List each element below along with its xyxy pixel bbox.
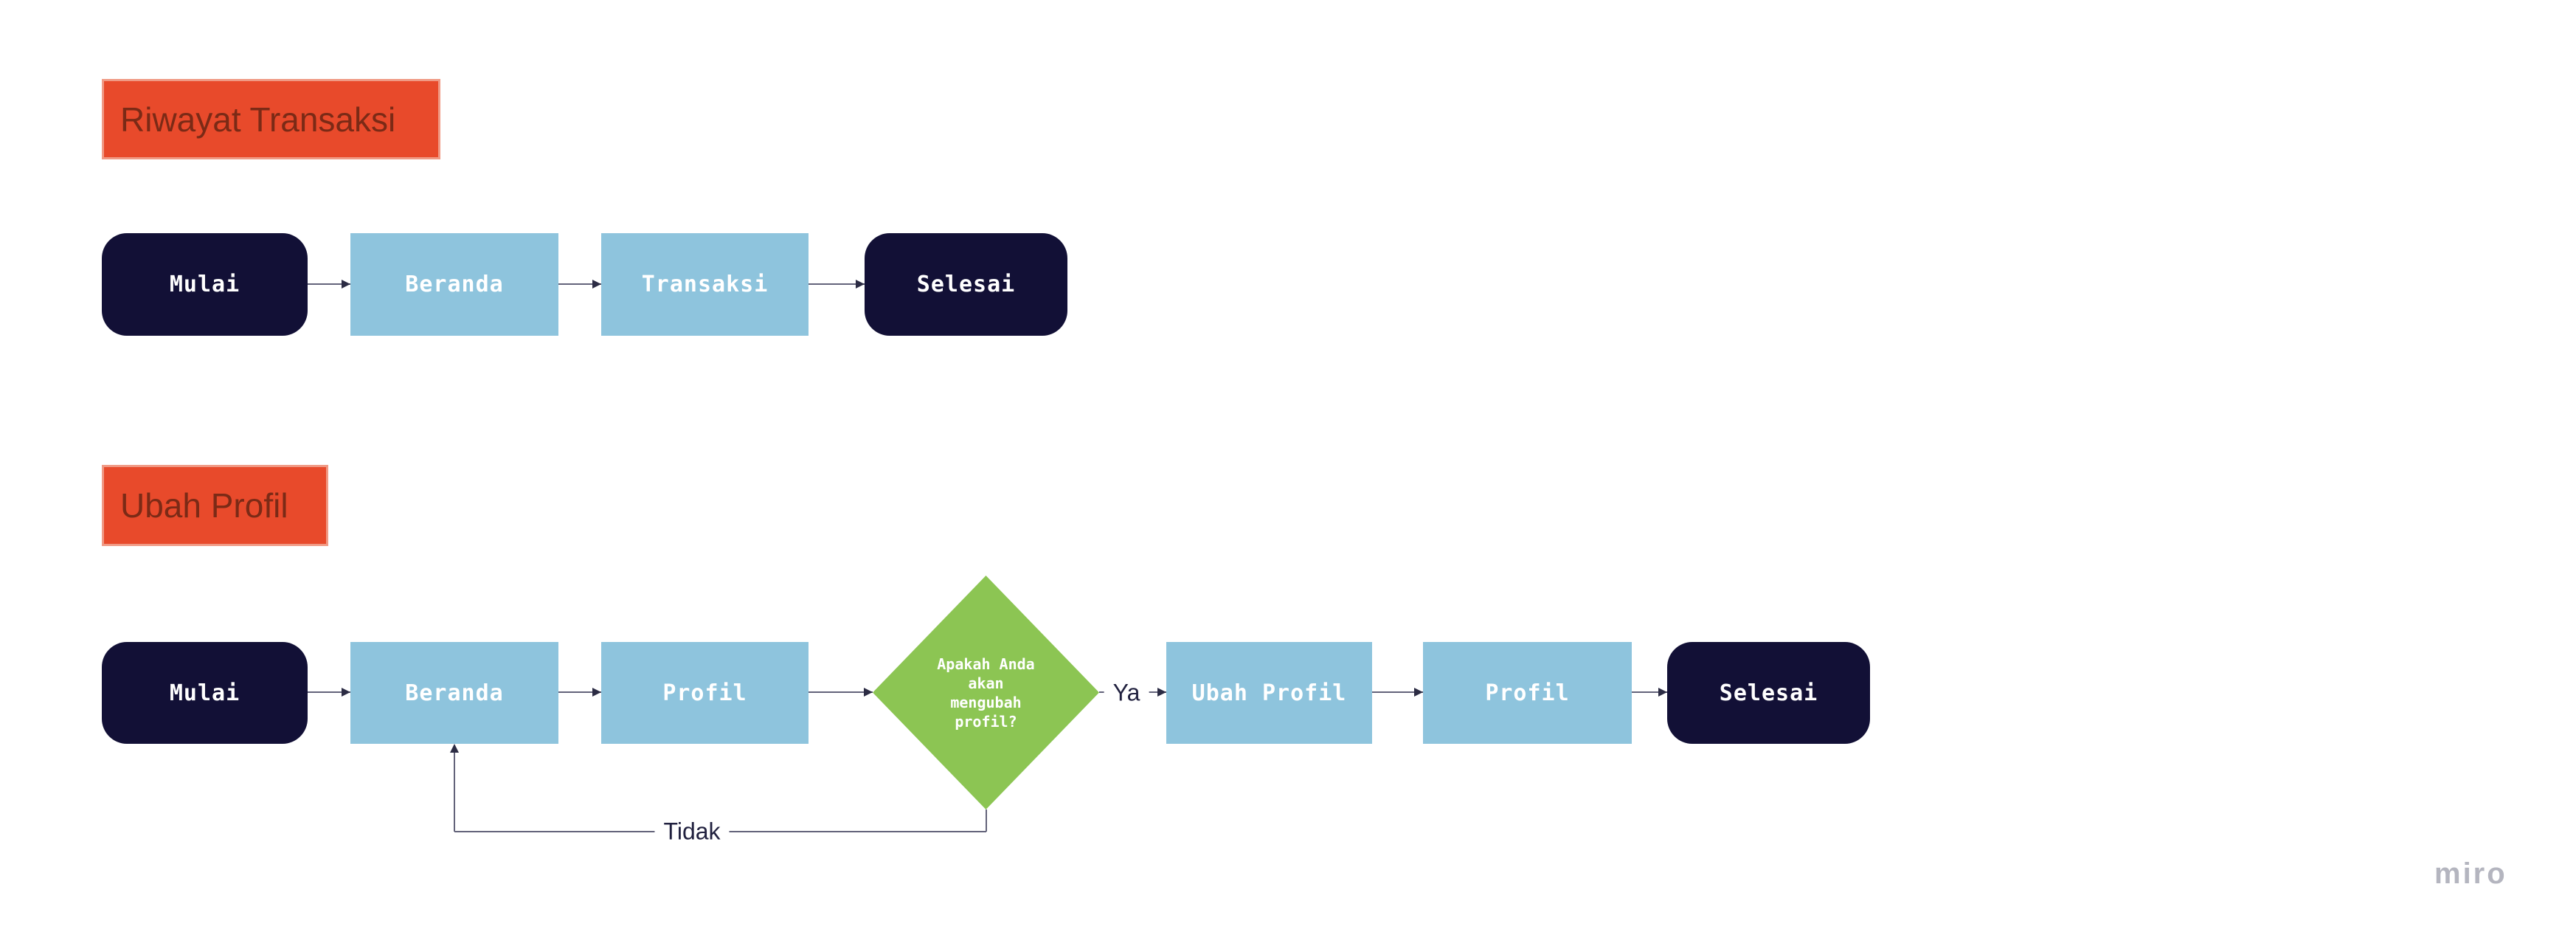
arrowhead-right-icon (856, 280, 865, 289)
arrowhead-right-icon (342, 280, 350, 289)
section-title-riwayat-transaksi[interactable]: Riwayat Transaksi (102, 79, 440, 159)
node-profil-2[interactable]: Profil (1423, 642, 1632, 744)
node-label: Transaksi (641, 272, 769, 297)
connector-line (558, 283, 601, 285)
node-label: Beranda (405, 680, 504, 706)
node-label: Mulai (169, 680, 240, 706)
connector-line (809, 691, 873, 693)
connector-line (809, 283, 865, 285)
arrowhead-right-icon (1157, 688, 1166, 697)
node-label: Mulai (169, 272, 240, 297)
connector-line (558, 691, 601, 693)
decision-label-line: profil? (955, 712, 1017, 731)
edge-label-tidak[interactable]: Tidak (654, 818, 730, 845)
node-ubah-profil[interactable]: Ubah Profil (1166, 642, 1372, 744)
edge-label-ya[interactable]: Ya (1104, 680, 1149, 706)
node-beranda-1[interactable]: Beranda (350, 233, 558, 336)
connector-line (986, 809, 987, 832)
arrowhead-right-icon (592, 688, 601, 697)
arrowhead-right-icon (1658, 688, 1667, 697)
decision-label-line: akan (968, 674, 1004, 692)
arrowhead-right-icon (864, 688, 873, 697)
connector-line (1632, 691, 1667, 693)
decision-label-line: mengubah (950, 693, 1022, 711)
node-selesai-2[interactable]: Selesai (1667, 642, 1870, 744)
node-mulai-1[interactable]: Mulai (102, 233, 308, 336)
arrowhead-right-icon (342, 688, 350, 697)
node-label: Selesai (1719, 680, 1818, 706)
node-label: Profil (662, 680, 747, 706)
section-title-label: Riwayat Transaksi (120, 100, 396, 139)
connector-line (454, 753, 455, 832)
node-label: Selesai (916, 272, 1016, 297)
decision-label-line: Apakah Anda (937, 655, 1035, 673)
arrowhead-up-icon (450, 744, 459, 753)
node-selesai-1[interactable]: Selesai (865, 233, 1067, 336)
connector-line (308, 283, 350, 285)
section-title-ubah-profil[interactable]: Ubah Profil (102, 465, 328, 546)
connector-line (1372, 691, 1423, 693)
node-profil-1[interactable]: Profil (601, 642, 809, 744)
node-transaksi[interactable]: Transaksi (601, 233, 809, 336)
section-title-label: Ubah Profil (120, 486, 288, 525)
node-label: Ubah Profil (1191, 680, 1347, 706)
node-beranda-2[interactable]: Beranda (350, 642, 558, 744)
arrowhead-right-icon (1414, 688, 1423, 697)
connector-line (308, 691, 350, 693)
miro-watermark: miro (2434, 857, 2507, 890)
node-label: Profil (1485, 680, 1570, 706)
node-mulai-2[interactable]: Mulai (102, 642, 308, 744)
node-label: Beranda (405, 272, 504, 297)
decision-mengubah-profil[interactable]: Apakah Anda akan mengubah profil? (873, 576, 1099, 809)
arrowhead-right-icon (592, 280, 601, 289)
